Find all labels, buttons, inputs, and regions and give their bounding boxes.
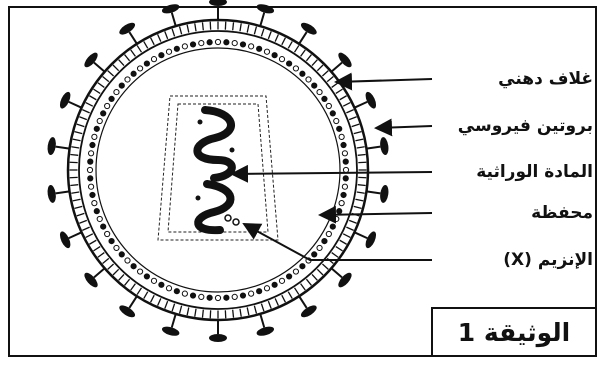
spike	[58, 224, 85, 250]
glycoprotein-spikes	[46, 0, 389, 342]
arrow-lipid-envelope	[336, 79, 432, 82]
spike	[117, 291, 144, 319]
spike	[325, 51, 353, 79]
arrow-enzyme-x	[244, 224, 432, 260]
capsid-ring	[87, 39, 348, 300]
arrow-capsid	[320, 213, 432, 215]
spike	[325, 261, 353, 289]
spike	[365, 137, 389, 158]
spike	[351, 90, 378, 116]
spike	[82, 51, 110, 79]
spike	[46, 182, 70, 203]
spike	[292, 291, 319, 319]
label-viral-protein: بروتين فيروسي	[458, 116, 593, 136]
spike	[365, 182, 389, 203]
label-lipid-envelope: غلاف دهني	[498, 69, 593, 89]
label-enzyme-x: الإنزيم (X)	[503, 250, 593, 270]
arrow-viral-protein	[376, 126, 432, 128]
spike	[351, 224, 378, 250]
spike	[209, 320, 227, 342]
enzyme-x-dots	[225, 215, 239, 225]
document-label: الوثيقة 1	[458, 318, 571, 347]
inner-envelope-ring	[79, 31, 357, 309]
spike	[209, 0, 227, 20]
label-capsid: محفظة	[531, 203, 593, 223]
spike	[58, 90, 85, 116]
core-container	[158, 96, 278, 240]
envelope-texture	[70, 22, 367, 319]
label-genetic-material: المادة الوراثية	[476, 162, 593, 182]
spike	[292, 20, 319, 48]
spike	[117, 20, 144, 48]
spike	[46, 137, 70, 158]
genetic-material-strands	[196, 110, 235, 230]
document-label-box: الوثيقة 1	[431, 307, 597, 357]
arrow-genetic-material	[232, 172, 432, 174]
spike	[82, 261, 110, 289]
